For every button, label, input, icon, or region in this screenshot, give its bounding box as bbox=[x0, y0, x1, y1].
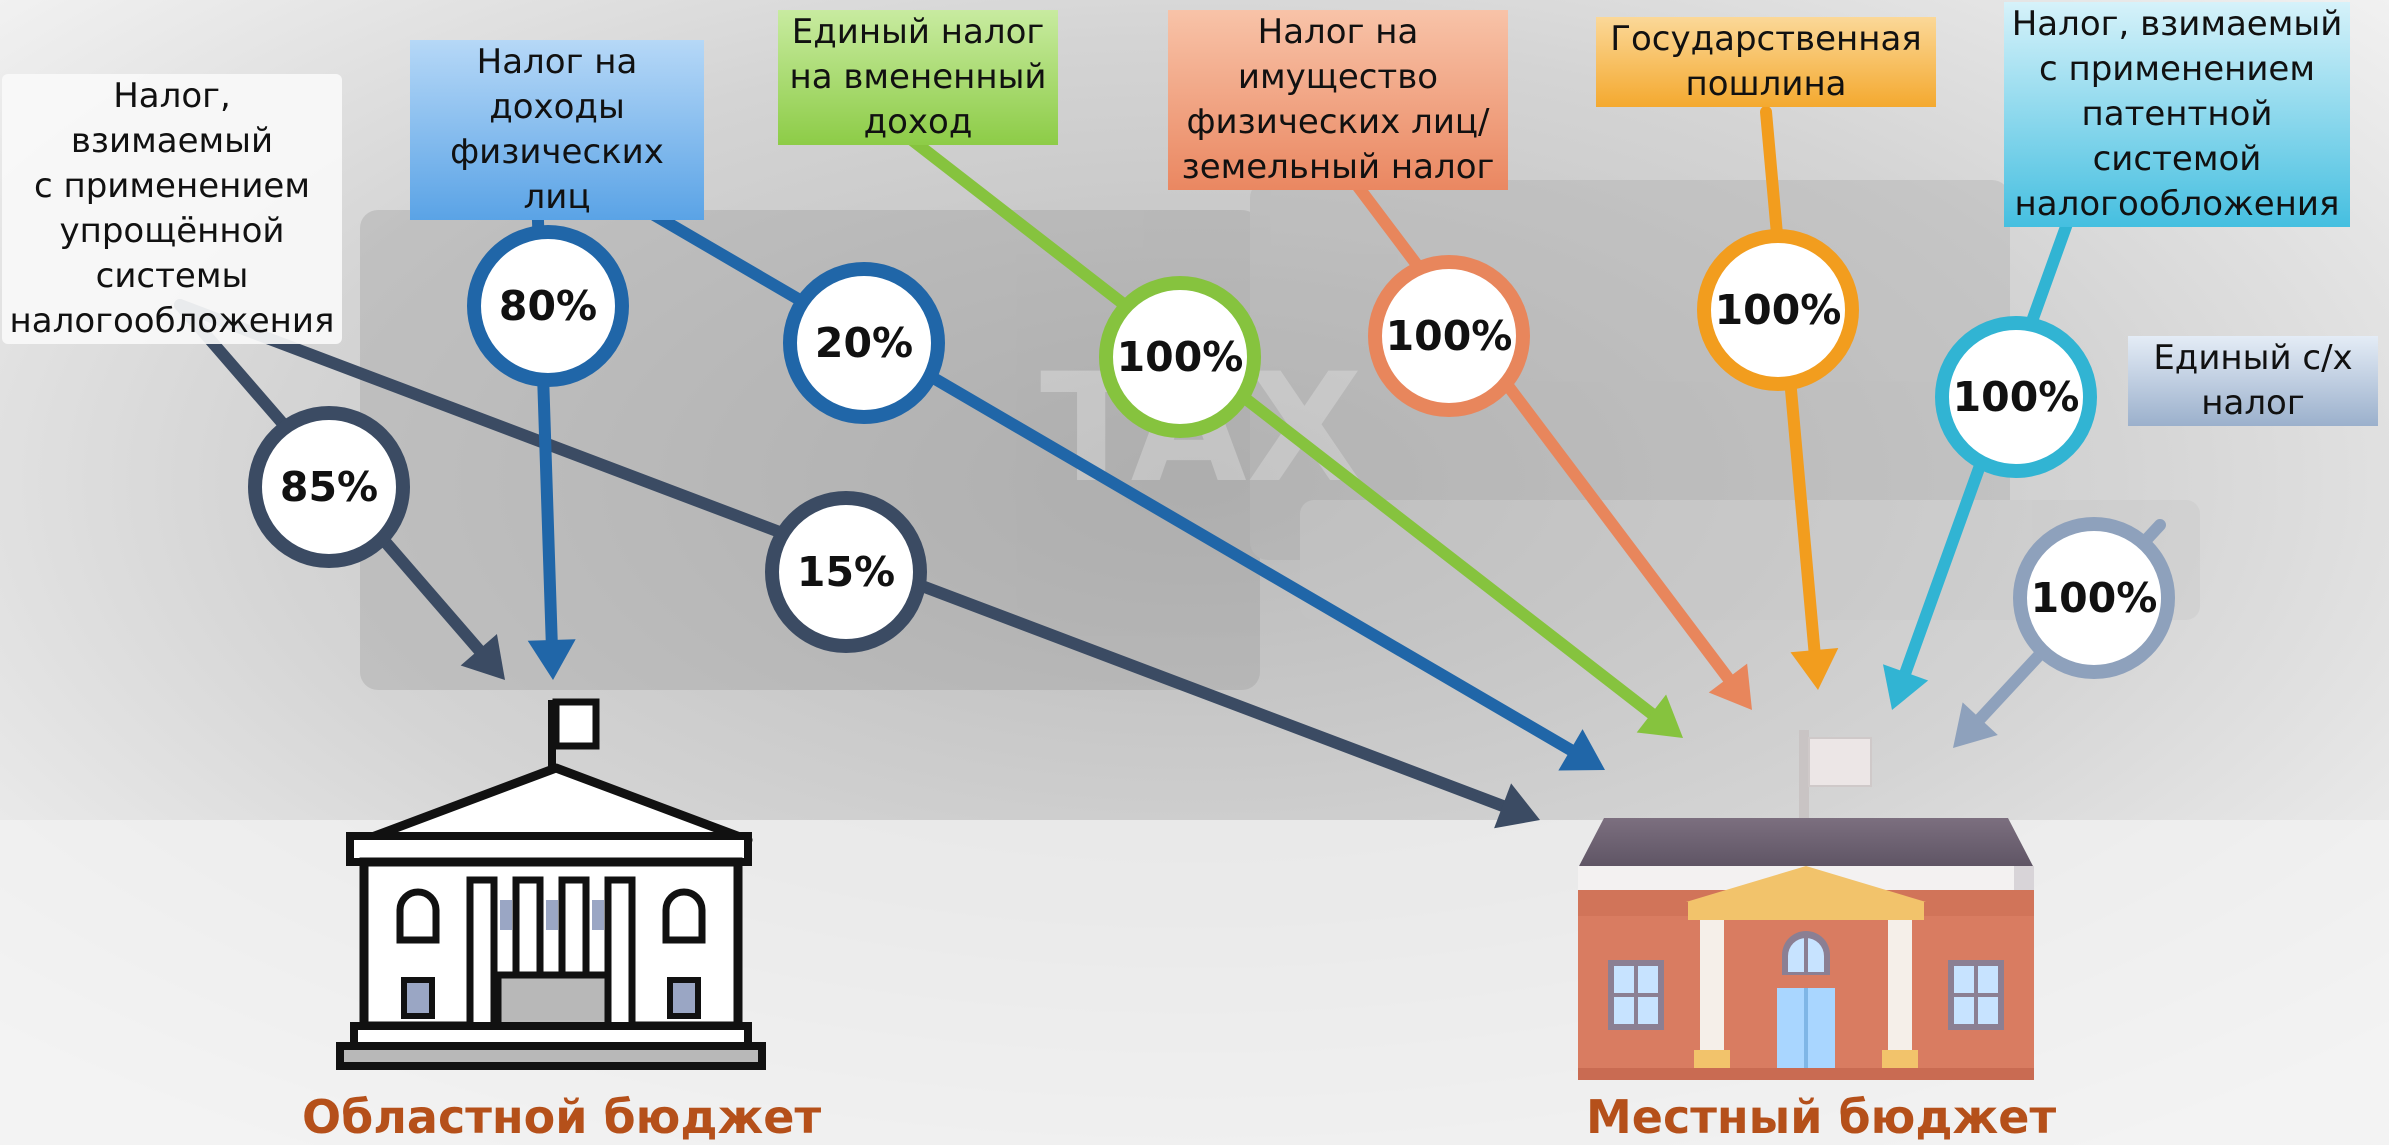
percent-circle-ndfl-regional: 80% bbox=[467, 225, 629, 387]
arrow-envd-local-line bbox=[906, 134, 1658, 720]
tax-label-patent: Налог, взимаемый с применением патентной… bbox=[2004, 2, 2350, 227]
percent-circle-usn-regional: 85% bbox=[248, 406, 410, 568]
percent-circle-ndfl-local-label: 20% bbox=[815, 319, 913, 367]
tax-label-envd: Единый налог на вмененный доход bbox=[778, 10, 1058, 145]
tax-label-duty: Государственная пошлина bbox=[1596, 17, 1936, 107]
percent-circle-envd-local-label: 100% bbox=[1117, 333, 1244, 381]
percent-circle-eshn-local-label: 100% bbox=[2031, 574, 2158, 622]
percent-circle-patent-local: 100% bbox=[1935, 316, 2097, 478]
local-budget-building-icon bbox=[1578, 730, 2034, 1080]
tax-label-ndfl: Налог на доходы физических лиц bbox=[410, 40, 704, 220]
percent-circle-eshn-local: 100% bbox=[2013, 517, 2175, 679]
arrow-property-local-head bbox=[1708, 663, 1752, 710]
percent-circle-envd-local: 100% bbox=[1099, 276, 1261, 438]
arrow-ndfl-regional-head bbox=[527, 639, 576, 680]
arrow-usn-regional-head bbox=[460, 634, 505, 680]
percent-circle-property-local-label: 100% bbox=[1386, 312, 1513, 360]
arrow-ndfl-local-head bbox=[1558, 729, 1605, 771]
tax-label-eshn: Единый с/х налог bbox=[2128, 336, 2378, 426]
arrow-ndfl-local-line bbox=[554, 154, 1577, 756]
tax-label-usn: Налог, взимаемый с применением упрощённо… bbox=[2, 74, 342, 344]
percent-circle-usn-regional-label: 85% bbox=[280, 463, 378, 511]
percent-circle-usn-local-label: 15% bbox=[797, 548, 895, 596]
percent-circle-ndfl-local: 20% bbox=[783, 262, 945, 424]
regional-budget-building-icon bbox=[336, 698, 766, 1070]
arrow-duty-local-head bbox=[1790, 648, 1839, 690]
arrow-usn-local-head bbox=[1494, 783, 1540, 829]
percent-circle-duty-local: 100% bbox=[1697, 229, 1859, 391]
regional-budget-title: Областной бюджет bbox=[302, 1090, 822, 1144]
percent-circle-usn-local: 15% bbox=[765, 491, 927, 653]
arrow-eshn-local-head bbox=[1953, 702, 1998, 748]
percent-circles: 85% 80% 20% 15% 100% 100% 100% 100% 100% bbox=[248, 225, 2175, 679]
percent-circle-duty-local-label: 100% bbox=[1715, 286, 1842, 334]
arrow-envd-local-head bbox=[1636, 694, 1683, 738]
arrow-property-local-line bbox=[1332, 154, 1734, 685]
percent-circle-ndfl-regional-label: 80% bbox=[499, 282, 597, 330]
percent-circle-patent-local-label: 100% bbox=[1953, 373, 2080, 421]
percent-circle-property-local: 100% bbox=[1368, 255, 1530, 417]
arrow-patent-local-head bbox=[1882, 664, 1929, 710]
tax-label-property: Налог на имущество физических лиц/ земел… bbox=[1168, 10, 1508, 190]
local-budget-title: Местный бюджет bbox=[1586, 1090, 2057, 1144]
